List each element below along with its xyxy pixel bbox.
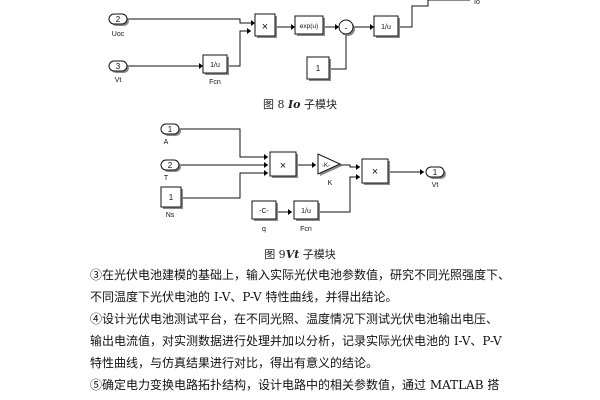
- inport-vt[interactable]: 3 Vt: [108, 60, 129, 84]
- arrowhead: [247, 28, 251, 34]
- q-constant-block[interactable]: -C- q: [251, 200, 278, 233]
- port-number: 3: [116, 62, 121, 71]
- fcn-name: Fcn: [209, 79, 221, 86]
- arrowhead: [264, 162, 268, 168]
- port-number: 1: [168, 125, 173, 134]
- constant-value: 1: [316, 64, 321, 73]
- wire-a-to-product: [179, 128, 268, 158]
- ns-constant-block[interactable]: 1 Ns: [160, 186, 183, 219]
- port-name: Vt: [115, 77, 122, 84]
- product-symbol: ×: [372, 166, 378, 178]
- arrowhead: [199, 63, 203, 69]
- product-symbol: ×: [262, 21, 268, 33]
- ns-name: Ns: [166, 212, 175, 219]
- wire-fcn-to-product: [227, 30, 251, 67]
- arrowhead: [264, 154, 268, 160]
- wire-ns-to-product: [181, 172, 268, 199]
- body-line: 特性曲线，与仿真结果进行对比，得出有意义的结论。: [90, 356, 379, 370]
- port-name: Vt: [432, 182, 439, 189]
- figure-9-diagram: 1 A 2 T 1 Ns × -K- K: [160, 123, 446, 233]
- body-text: ③在光伏电池建模的基础上，输入实际光伏电池参数值，研究不同光照强度下、 不同温度…: [90, 264, 520, 396]
- sum-block[interactable]: -: [338, 19, 355, 36]
- body-line: ③在光伏电池建模的基础上，输入实际光伏电池参数值，研究不同光照强度下、: [90, 268, 511, 282]
- arrowhead: [335, 24, 339, 30]
- port-number: 2: [168, 161, 173, 170]
- product-block[interactable]: ×: [254, 13, 277, 38]
- constant-block[interactable]: 1: [306, 56, 331, 81]
- body-line: 输出电流值，对实测数据进行处理并加以分析，记录实际光伏电池的 I-V、P-V: [90, 334, 502, 348]
- ns-value: 1: [169, 193, 174, 202]
- q-name: q: [262, 226, 266, 233]
- arrowhead: [356, 164, 360, 170]
- wire-gain-to-product2: [340, 164, 360, 168]
- q-expression: -C-: [259, 208, 269, 215]
- wire-uoc-to-product: [127, 18, 251, 24]
- arrowhead: [288, 209, 292, 215]
- sum-sign: -: [345, 23, 348, 33]
- body-line: ④设计光伏电池测试平台，在不同光照、温度情况下测试光伏电池输出电压、: [90, 312, 499, 326]
- inport-uoc[interactable]: 2 Uoc: [108, 13, 129, 38]
- port-number: 1: [433, 168, 438, 177]
- figure-8-diagram: 2 Uoc 3 Vt × 1/u Fcn exp(u): [108, 0, 480, 86]
- arrowhead: [356, 174, 360, 180]
- outport-vt[interactable]: 1 Vt: [425, 166, 446, 189]
- exp-expression: exp(u): [300, 23, 318, 30]
- arrowhead: [264, 170, 268, 176]
- fcn-block[interactable]: 1/u Fcn: [293, 200, 320, 233]
- inport-t[interactable]: 2 T: [160, 159, 181, 182]
- arrowhead: [312, 162, 316, 168]
- fcn-expression: 1/u: [301, 208, 311, 215]
- port-number: 2: [116, 15, 121, 24]
- gain-name: K: [328, 180, 333, 187]
- wire-const-to-sum: [329, 35, 347, 70]
- product-symbol: ×: [280, 160, 286, 172]
- body-line: 不同温度下光伏电池的 I-V、P-V 特性曲线，并得出结论。: [90, 290, 398, 304]
- arrowhead: [251, 20, 255, 26]
- reciprocal-expression: 1/u: [381, 24, 391, 31]
- wire-fcn-to-product2: [316, 176, 360, 213]
- wire-recip-to-out: [398, 0, 429, 28]
- arrowhead: [420, 169, 424, 175]
- fcn-expression: 1/u: [210, 62, 220, 69]
- reciprocal-block[interactable]: 1/u: [373, 15, 400, 38]
- exp-block[interactable]: exp(u): [294, 15, 325, 36]
- gain-block[interactable]: -K- K: [317, 153, 342, 187]
- figure-8-caption: 图 8 Io 子模块: [263, 98, 337, 111]
- figure-9-caption: 图 9Vt 子模块: [264, 248, 336, 261]
- arrowhead: [291, 24, 295, 30]
- body-line: ⑤确定电力变换电路拓扑结构，设计电路中的相关参数值，通过 MATLAB 搭: [90, 378, 500, 392]
- arrowhead: [370, 24, 374, 30]
- product-block-1[interactable]: ×: [269, 151, 298, 178]
- port-name: Uoc: [112, 31, 125, 38]
- fcn-name: Fcn: [300, 226, 312, 233]
- outport-name: Io: [474, 0, 480, 6]
- inport-a[interactable]: 1 A: [160, 123, 181, 146]
- fcn-block[interactable]: 1/u Fcn: [202, 54, 229, 86]
- port-name: T: [164, 175, 169, 182]
- gain-expression: -K-: [322, 163, 330, 169]
- product-block-2[interactable]: ×: [361, 158, 390, 185]
- port-name: A: [164, 139, 169, 146]
